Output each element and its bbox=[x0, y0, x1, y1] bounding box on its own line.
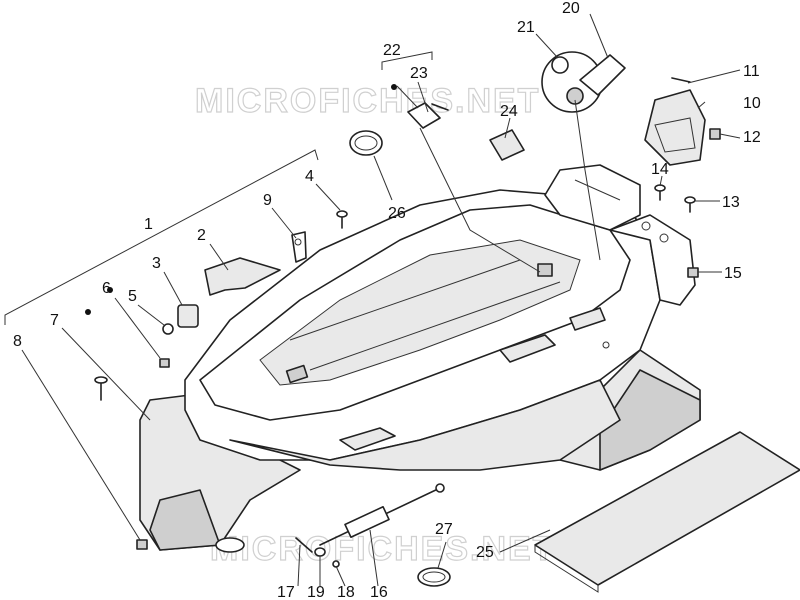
callout-17: 17 bbox=[277, 584, 295, 600]
callout-8: 8 bbox=[13, 333, 22, 350]
screw-part-13 bbox=[684, 196, 696, 213]
callout-7: 7 bbox=[50, 312, 59, 329]
cover-part-10 bbox=[644, 89, 706, 166]
callout-21: 21 bbox=[517, 19, 535, 36]
clip-part-15 bbox=[687, 267, 699, 278]
callout-10: 10 bbox=[743, 95, 761, 112]
callout-20: 20 bbox=[562, 0, 580, 17]
callout-labels: 1 2 3 4 5 6 7 8 9 10 11 12 13 14 15 16 1… bbox=[13, 0, 761, 600]
helmet-compartment-part bbox=[139, 164, 701, 553]
callout-9: 9 bbox=[263, 192, 272, 209]
group-dot-7 bbox=[85, 309, 91, 315]
screw-part-11 bbox=[671, 77, 691, 83]
callout-13: 13 bbox=[722, 194, 740, 211]
clip-part-6 bbox=[159, 358, 170, 368]
callout-3: 3 bbox=[152, 255, 161, 272]
hose-clamp-part-26 bbox=[349, 130, 383, 156]
screw-part-7 bbox=[94, 376, 108, 401]
callout-12: 12 bbox=[743, 129, 761, 146]
part-24 bbox=[489, 129, 525, 161]
callout-1: 1 bbox=[144, 216, 153, 233]
screw-part-14 bbox=[654, 184, 666, 201]
callout-2: 2 bbox=[197, 227, 206, 244]
leader-lines bbox=[21, 13, 741, 587]
clip-part-12 bbox=[709, 128, 721, 140]
callout-26: 26 bbox=[388, 205, 406, 222]
callout-5: 5 bbox=[128, 288, 137, 305]
hose-clamp-part-27 bbox=[417, 567, 451, 587]
callout-14: 14 bbox=[651, 161, 669, 178]
callout-27: 27 bbox=[435, 521, 453, 538]
callout-25: 25 bbox=[476, 544, 494, 561]
callout-16: 16 bbox=[370, 584, 388, 600]
callout-11: 11 bbox=[743, 63, 760, 80]
power-socket-part-20 bbox=[541, 51, 626, 113]
callout-4: 4 bbox=[305, 168, 314, 185]
group-dot-23 bbox=[391, 84, 397, 90]
nut-part-8 bbox=[136, 539, 148, 550]
callout-22: 22 bbox=[383, 42, 401, 59]
callout-6: 6 bbox=[102, 280, 111, 297]
screw-part-5 bbox=[162, 323, 174, 335]
gas-strut-part-16 bbox=[319, 483, 445, 546]
group-bracket-22 bbox=[381, 51, 433, 70]
group-bracket-1 bbox=[4, 149, 319, 325]
screw-part-4 bbox=[336, 210, 348, 229]
callout-19: 19 bbox=[307, 584, 325, 600]
group-dot-6 bbox=[107, 287, 113, 293]
callout-24: 24 bbox=[500, 103, 518, 120]
storage-mat-part bbox=[534, 431, 800, 593]
washer-part-19 bbox=[314, 547, 326, 557]
clamp-part-9 bbox=[291, 231, 307, 263]
pin-part-17 bbox=[295, 537, 313, 553]
bracket-part-2 bbox=[204, 257, 281, 296]
callout-23: 23 bbox=[410, 65, 428, 82]
connector-part-22 bbox=[407, 102, 449, 129]
callout-18: 18 bbox=[337, 584, 355, 600]
pad-part-3 bbox=[177, 304, 199, 328]
watermark-bottom: MICROFICHES.NET bbox=[210, 530, 555, 568]
callout-15: 15 bbox=[724, 265, 742, 282]
watermark-top: MICROFICHES.NET bbox=[195, 82, 540, 120]
